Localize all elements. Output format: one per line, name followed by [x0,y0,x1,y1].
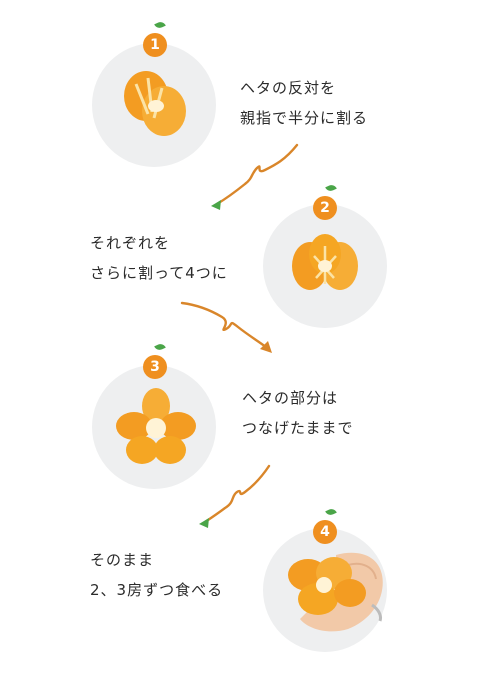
step-1-number: 1 [150,37,160,53]
step-3-badge: 3 [143,355,167,379]
curly-arrow-icon [199,464,271,528]
step-2-line-1: それぞれを [90,234,171,252]
curly-arrow-icon [211,143,299,210]
step-1-caption: ヘタの反対を 親指で半分に割る [240,73,368,133]
step-2-mandarin-image [292,234,358,290]
mandarin-leaf-icon [325,507,337,517]
step-2-number: 2 [320,200,330,216]
step-3-line-2: つなげたままで [242,419,354,437]
step-4-number: 4 [320,524,330,540]
step-1-line-2: 親指で半分に割る [240,109,369,127]
step-3-number: 3 [150,359,160,375]
step-4-line-1: そのまま [90,551,155,569]
step-4-hand-mandarin-image [288,552,383,632]
step-2-line-2: さらに割って4つに [90,264,228,282]
step-3-caption: ヘタの部分は つなげたままで [242,383,354,443]
step-3-line-1: ヘタの部分は [242,389,339,407]
mandarin-leaf-icon [154,342,166,352]
step-1-line-1: ヘタの反対を [240,79,337,97]
step-4-badge: 4 [313,520,337,544]
mandarin-leaf-icon [154,20,166,30]
step-1-mandarin-image [124,71,186,136]
mandarin-leaf-icon [325,183,337,193]
curly-arrow-icon [180,301,272,353]
step-2-badge: 2 [313,196,337,220]
step-3-mandarin-image [116,388,196,464]
step-4-caption: そのまま 2、3房ずつ食べる [90,545,223,605]
step-2-caption: それぞれを さらに割って4つに [90,228,228,288]
step-1-badge: 1 [143,33,167,57]
step-4-line-2: 2、3房ずつ食べる [90,581,224,599]
